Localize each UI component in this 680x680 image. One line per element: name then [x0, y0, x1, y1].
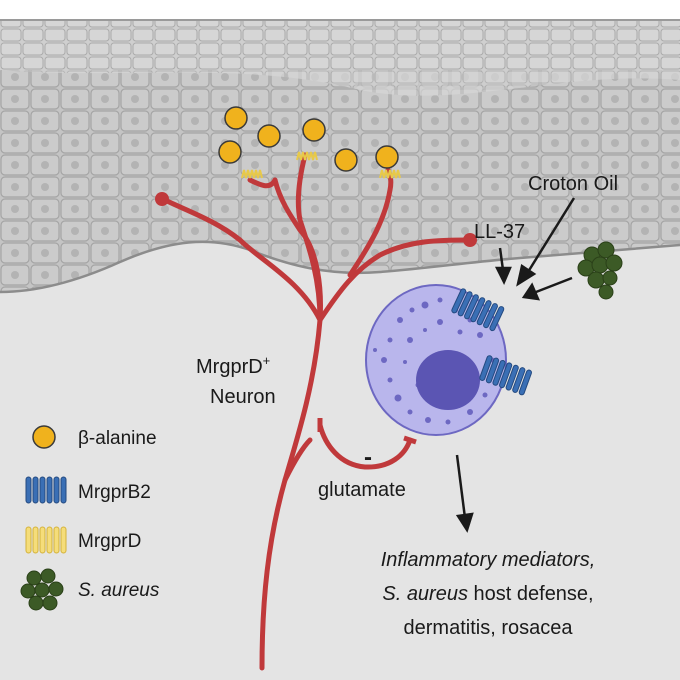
neuron-label-line2: Neuron [210, 386, 276, 408]
mrgprd-neuron [162, 152, 473, 671]
outcome-line-3: dermatitis, rosacea [404, 617, 574, 639]
synapse-bar-right [403, 435, 417, 445]
bacteria-cluster-icon [20, 568, 64, 611]
inhibition-sign: - [364, 444, 372, 471]
outcome-line-1: Inflammatory mediators, [381, 549, 596, 571]
mast-cell [365, 284, 507, 436]
outcome-line-2: S. aureus host defense, [382, 583, 593, 605]
legend-label-mrgprd: MrgprD [78, 531, 141, 552]
legend-label-s-aureus: S. aureus [78, 580, 160, 601]
yellow-receptor-icon [25, 526, 67, 554]
neuron-label-line1: MrgprD+ [196, 353, 270, 378]
glutamate-label: glutamate [318, 479, 406, 501]
mrgprd-receptor [241, 151, 401, 179]
neuron-terminal-right [463, 233, 477, 247]
beta-alanine-molecules [218, 106, 399, 172]
ll37-label: LL-37 [474, 221, 525, 243]
arrows [455, 197, 576, 533]
neuron-terminal-left [155, 192, 169, 206]
legend-label-beta-alanine: β-alanine [78, 428, 157, 449]
legend: β-alanine MrgprB2 MrgprD S. aureus [20, 425, 160, 611]
legend-label-mrgprb2: MrgprB2 [78, 482, 151, 503]
croton-oil-label: Croton Oil [528, 173, 618, 195]
mrgprb2-receptor [451, 288, 532, 396]
blue-receptor-icon [25, 476, 67, 504]
s-aureus-cluster [577, 241, 623, 300]
yellow-circle-icon [32, 425, 56, 449]
